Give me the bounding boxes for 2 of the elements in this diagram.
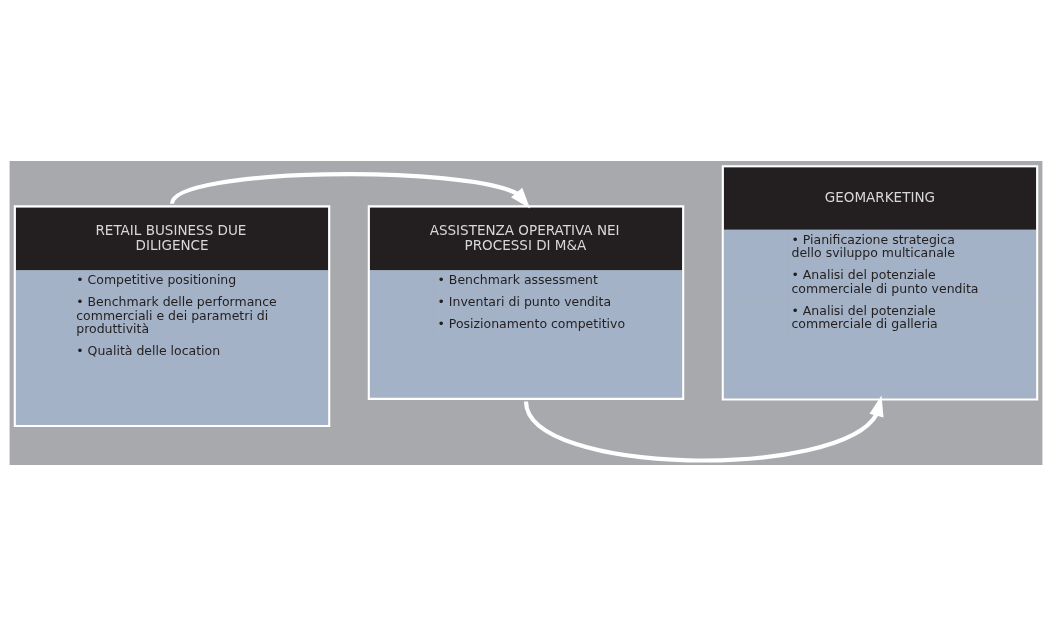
arrow: [524, 394, 884, 462]
arrow: [170, 171, 531, 208]
